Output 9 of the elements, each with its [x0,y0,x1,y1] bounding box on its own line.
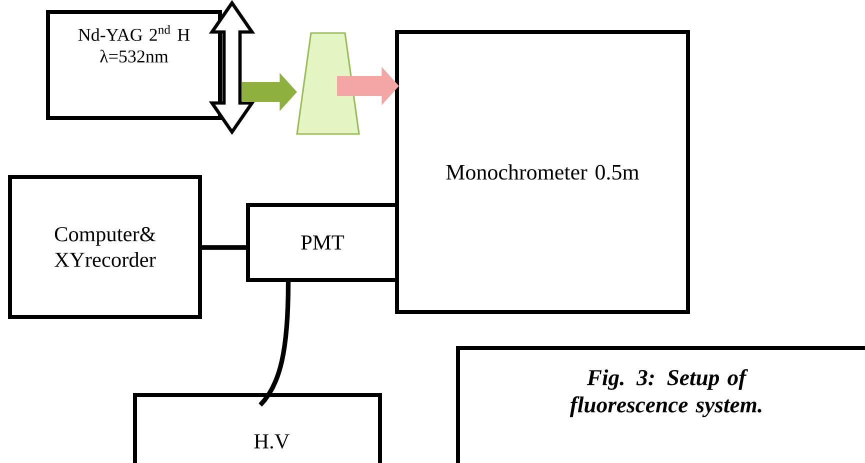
computer-box: Computer& XYrecorder [8,175,202,319]
filter-drawing [296,32,360,135]
power-supply-box: H.V [133,393,382,463]
laser-box: Nd-YAG 2$^{nd}$ H λ=532nm [46,10,222,120]
monochromator-box: Monochrometer 0.5m [395,30,690,314]
pmt-box: PMT [246,203,399,282]
cable [258,282,291,407]
caption-box: Fig. 3: Setup of fluorescence system. [456,346,865,463]
cable [202,245,246,250]
